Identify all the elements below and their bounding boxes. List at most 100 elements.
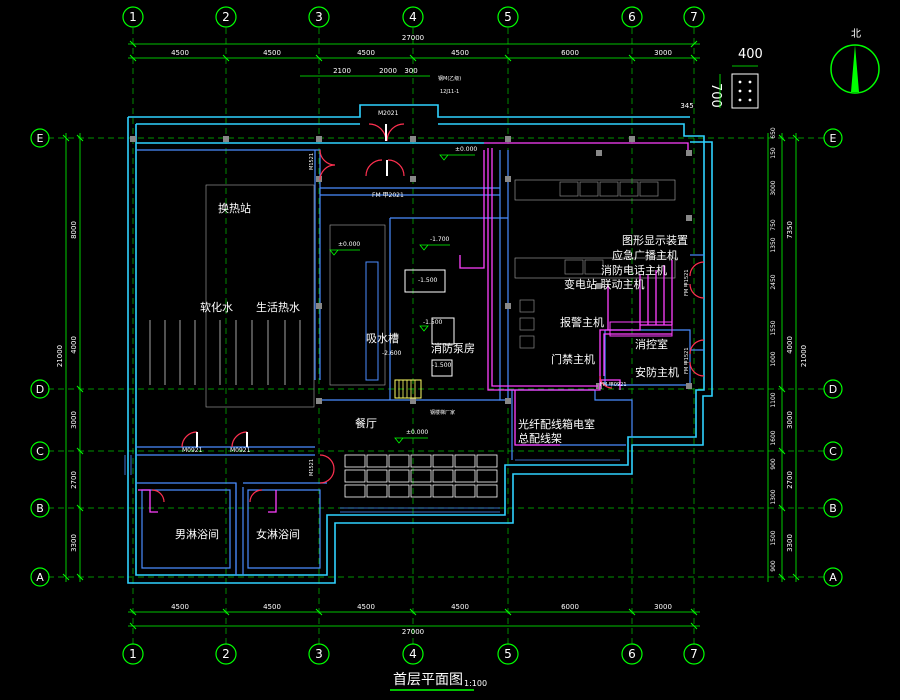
label-control-room: 消控室 (635, 337, 668, 351)
door-fm-top: FM 甲2021 (372, 192, 404, 199)
axis-label-e: E (37, 132, 44, 145)
title-scale: 1:100 (464, 679, 487, 688)
axis-label-c-right: C (829, 445, 837, 458)
door-fm-right-1: FM 甲1521 (684, 269, 690, 296)
north-arrow-icon (851, 45, 859, 92)
legend-width: 400 (738, 47, 763, 62)
door-leafs (196, 124, 388, 447)
legend-block: 400 700 (708, 47, 763, 109)
dim-top-4: 4500 (451, 49, 469, 57)
label-alarm-host: 报警主机 (560, 315, 604, 329)
elevation-triangles (329, 154, 475, 444)
room-outlines (205, 179, 676, 408)
dim-bottom-5: 6000 (561, 603, 579, 611)
switch-cabinets (519, 181, 659, 349)
dim-right-2: 4000 (786, 336, 794, 354)
dimension-texts: 27000 4500 4500 4500 4500 6000 3000 2100… (56, 34, 808, 636)
dining-tables (344, 454, 498, 498)
dim-top-sub-3: 300 (404, 67, 417, 75)
heat-station-equipment (149, 320, 301, 385)
outer-walls (127, 104, 713, 584)
elevation-labels: ±0.000 ±0.000 -1.700 -1.500 -1.500 -1.50… (338, 146, 477, 436)
windows (124, 455, 620, 513)
dim-right-5: 3300 (786, 534, 794, 552)
axis-label-d-right: D (829, 383, 837, 396)
label-distribution-frame: 总配线架 (518, 431, 562, 445)
dim-left-5: 3300 (70, 534, 78, 552)
dim-rd-8: 1000 (770, 351, 777, 366)
elev-7: -2.600 (382, 350, 402, 357)
dim-rd-10: 1600 (770, 430, 777, 445)
axis-label-c: C (36, 445, 44, 458)
label-male-bath: 男淋浴间 (175, 528, 219, 541)
door-m1521-b: M1521 (309, 459, 315, 476)
label-hall: 餐厅 (355, 416, 377, 430)
axis-bubbles (30, 6, 843, 665)
title-text: 首层平面图 (393, 672, 463, 688)
dim-rd-2: 150 (770, 147, 777, 159)
axis-label-e-right: E (830, 132, 837, 145)
dim-right-1: 7350 (786, 221, 794, 239)
elev-5: -1.500 (423, 319, 443, 326)
axis-label-7-bottom: 7 (690, 647, 698, 661)
dimension-lines (65, 43, 797, 627)
dim-bottom-6: 3000 (654, 603, 672, 611)
axis-label-b-right: B (829, 502, 837, 515)
label-fire-phone: 消防电话主机 (601, 263, 667, 277)
axis-label-5-bottom: 5 (504, 647, 512, 661)
label-stair: 钢楼梯厂家 (430, 409, 455, 416)
door-codes: M2021 FM 甲2021 M1521 M0921 M0921 M1521 F… (182, 110, 690, 476)
dim-top-5: 6000 (561, 49, 579, 57)
axis-label-4-bottom: 4 (409, 647, 417, 661)
axis-label-1-bottom: 1 (129, 647, 137, 661)
door-fm-right-2: FM 甲1521 (684, 347, 690, 374)
north-label: 北 (851, 28, 861, 40)
dim-left-4: 2700 (70, 471, 78, 489)
dim-345: 345 (680, 102, 693, 110)
axis-label-3-bottom: 3 (315, 647, 323, 661)
door-tag-2: 12J11-1 (440, 89, 459, 95)
dim-rd-4: 750 (770, 219, 777, 231)
structural-columns (130, 136, 692, 404)
axis-label-6: 6 (628, 10, 636, 24)
dim-top-2: 4500 (263, 49, 281, 57)
dim-right-4: 2700 (786, 471, 794, 489)
axis-label-7: 7 (690, 10, 698, 24)
axis-label-d: D (36, 383, 44, 396)
legend-height: 700 (708, 83, 723, 108)
dimension-ticks (62, 40, 800, 630)
drawing-title: 首层平面图 1:100 (390, 672, 487, 691)
dim-top-overall: 27000 (402, 34, 424, 42)
label-fire-pump-room: 消防泵房 (431, 341, 475, 355)
label-substation: 变电站 联动主机 (564, 277, 645, 291)
cable-routes (138, 142, 689, 513)
axis-labels: 1 2 3 4 5 6 7 1 2 3 4 5 6 7 E D C B A E … (36, 10, 837, 661)
dim-top-3: 4500 (357, 49, 375, 57)
dim-rd-9: 1100 (770, 392, 777, 407)
north-arrow: 北 (830, 28, 880, 94)
dim-rd-13: 1500 (770, 530, 777, 545)
dim-top-1: 4500 (171, 49, 189, 57)
dim-rd-12: 1300 (770, 489, 777, 504)
label-female-bath: 女淋浴间 (256, 527, 300, 541)
dim-bottom-1: 4500 (171, 603, 189, 611)
dim-left-overall: 21000 (56, 345, 64, 367)
elev-3: -1.700 (430, 236, 450, 243)
dim-left-3: 3000 (70, 411, 78, 429)
label-soft-water: 软化水 (200, 300, 233, 314)
elev-6: -1.500 (432, 362, 452, 369)
dim-top-sub-2: 2000 (379, 67, 397, 75)
dim-bottom-2: 4500 (263, 603, 281, 611)
label-broadcast: 应急广播主机 (612, 248, 678, 262)
label-door-host: 门禁主机 (551, 352, 595, 366)
dim-left-2: 4000 (70, 336, 78, 354)
doors (151, 123, 705, 503)
elev-8: ±0.000 (406, 429, 428, 436)
dim-bottom-overall: 27000 (402, 628, 424, 636)
door-m0921-b: M0921 (230, 447, 251, 454)
dim-left-1: 8000 (70, 221, 78, 239)
label-graphic-display: 图形显示装置 (622, 234, 688, 247)
axis-label-a-right: A (829, 571, 837, 584)
dim-rd-5: 1350 (770, 237, 777, 252)
